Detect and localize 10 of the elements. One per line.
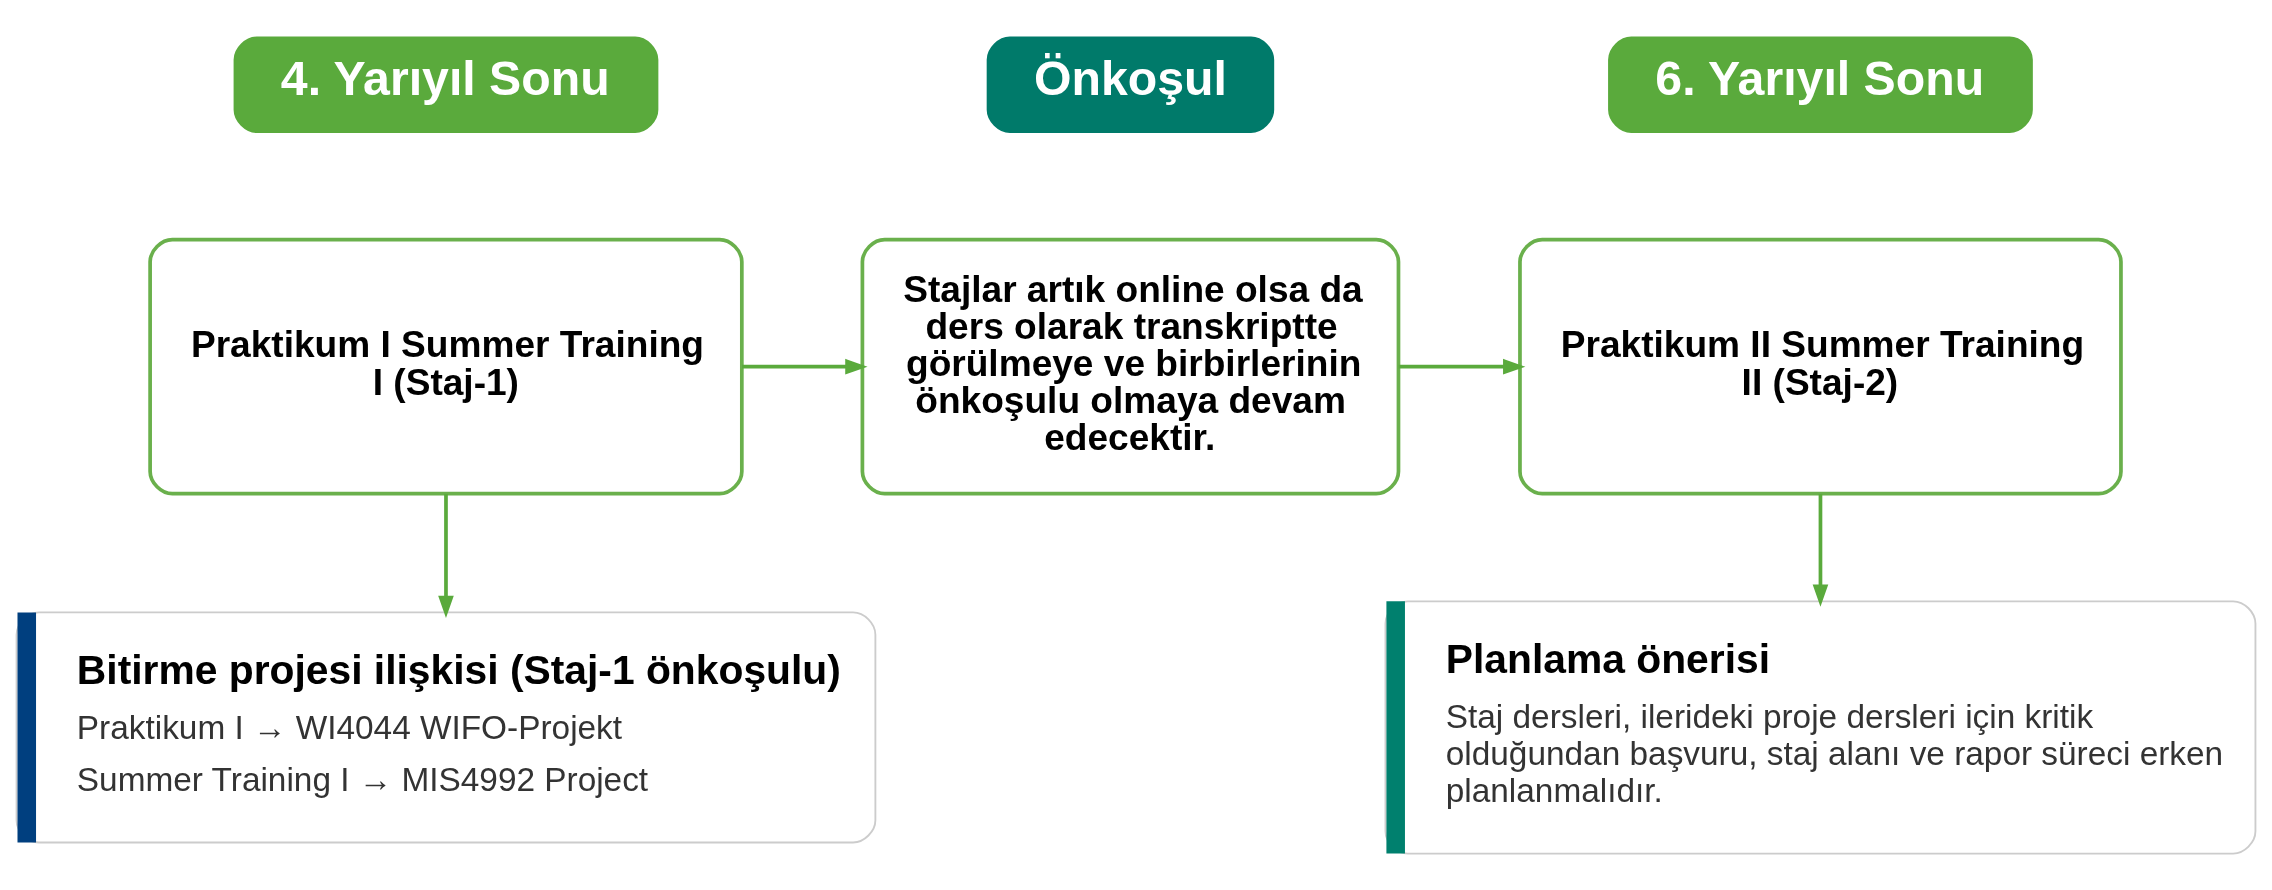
node-box: Önkoşul [986,36,1275,133]
node-box: 6. Yarıyıl Sonu [1608,36,2033,133]
node-box: 4. Yarıyıl Sonu [233,36,659,133]
node-box: Praktikum II Summer Training II (Staj-2) [1518,237,2123,496]
node-box: Praktikum I Summer Training I (Staj-1) [148,237,744,496]
arrow [1812,493,1829,607]
arrow [742,358,868,374]
arrow [1398,358,1526,374]
node-box: Stajlar artık online olsa da ders olarak transkriptte görülmeye ve birbirlerinin önkoşulu olmaya devam edecektir. [860,237,1401,496]
arrow [438,493,454,618]
